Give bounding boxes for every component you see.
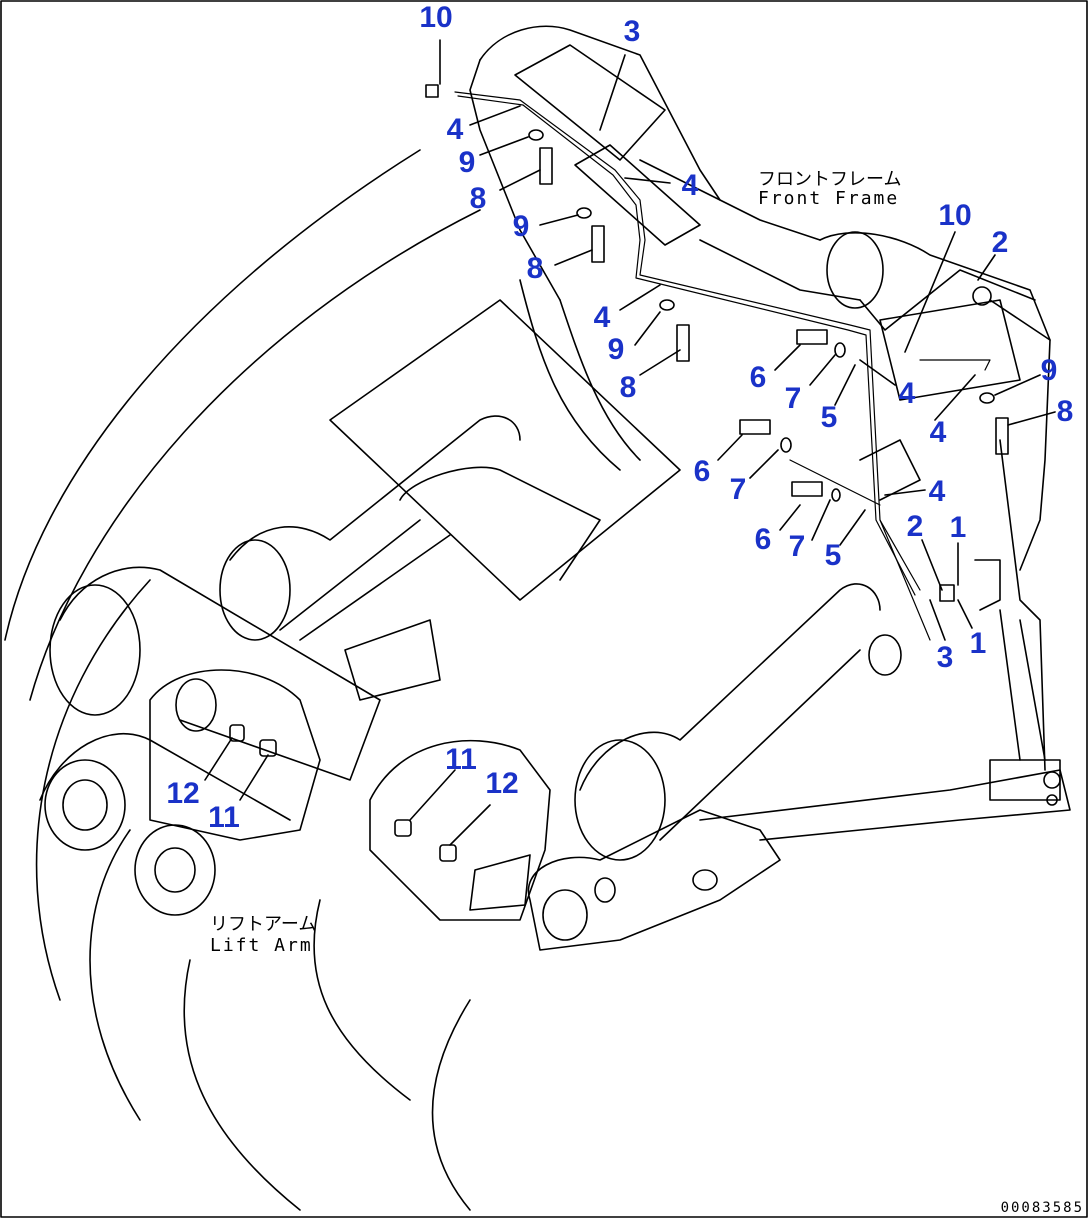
lift-arm-left-edge — [4, 149, 421, 641]
front-frame-label-jp: フロントフレーム — [758, 169, 902, 190]
callout-12: 12 — [166, 777, 200, 810]
callout-2: 2 — [991, 226, 1009, 259]
callout-6: 6 — [693, 455, 711, 488]
callout-8: 8 — [619, 371, 637, 404]
right-cylinder — [579, 583, 881, 791]
callout-8: 8 — [469, 182, 487, 215]
callout-4: 4 — [446, 113, 464, 146]
callout-4: 4 — [929, 416, 947, 449]
callout-9: 9 — [458, 146, 476, 179]
callout-5: 5 — [820, 401, 838, 434]
callout-10: 10 — [938, 199, 972, 232]
callout-1: 1 — [969, 627, 987, 660]
callout-6: 6 — [749, 361, 767, 394]
callout-9: 9 — [512, 210, 530, 243]
callout-7: 7 — [784, 382, 802, 415]
callout-12: 12 — [485, 767, 519, 800]
lift-arm-label-en: Lift Arm — [210, 935, 313, 956]
cross-tube-left — [59, 566, 381, 781]
callout-1: 1 — [949, 511, 967, 544]
callout-2: 2 — [906, 510, 924, 543]
callout-4: 4 — [898, 377, 916, 410]
callout-11: 11 — [208, 801, 240, 834]
right-link — [699, 769, 1071, 841]
callout-10: 10 — [419, 1, 453, 34]
callout-7: 7 — [729, 473, 747, 506]
callout-11: 11 — [445, 743, 477, 776]
front-frame-label-en: Front Frame — [758, 188, 900, 209]
detail-bubble-middle — [369, 739, 551, 921]
callout-3: 3 — [623, 15, 641, 48]
bellcrank — [527, 809, 781, 951]
front-frame-tower-left — [479, 25, 721, 201]
center-platform — [329, 299, 681, 601]
callout-7: 7 — [788, 530, 806, 563]
callout-5: 5 — [824, 539, 842, 572]
lift-arm-label-jp: リフトアーム — [210, 914, 317, 935]
callout-9: 9 — [607, 333, 625, 366]
front-frame-tower-right — [819, 232, 1051, 571]
callout-6: 6 — [754, 523, 772, 556]
callout-3: 3 — [936, 641, 954, 674]
detail-bubble-left — [149, 669, 321, 841]
left-cylinder — [229, 415, 521, 561]
callout-9: 9 — [1040, 354, 1058, 387]
callout-4: 4 — [928, 475, 946, 508]
callout-8: 8 — [1056, 395, 1074, 428]
callout-4: 4 — [593, 301, 611, 334]
callout-4: 4 — [681, 169, 699, 202]
drawing-number: 00083585 — [1000, 1200, 1084, 1216]
callout-8: 8 — [526, 252, 544, 285]
